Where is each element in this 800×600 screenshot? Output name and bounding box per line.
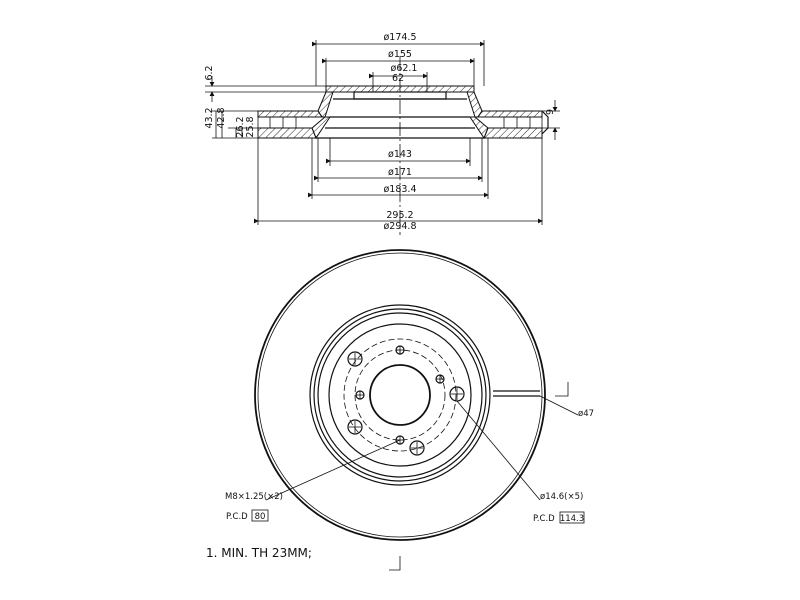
- hub-face: [325, 85, 475, 93]
- dim-62: 62: [392, 73, 404, 84]
- pcd-left-label: P.C.D: [226, 512, 248, 522]
- rotor-edge-chamfer: [541, 110, 549, 135]
- hub-face-edge: [328, 323, 472, 467]
- vertical-dimension-lines: [209, 76, 558, 140]
- dim-6-2: 6.2: [204, 65, 215, 80]
- pcd-right-value: 114.3: [560, 514, 584, 524]
- dim-155: ø155: [388, 49, 412, 60]
- thread-callout: M8×1.25(×2): [225, 492, 283, 502]
- dim-26-2: 26.2: [235, 116, 246, 137]
- bolt-hole-3: [347, 419, 363, 435]
- dim-62-1: ø62.1: [391, 63, 418, 74]
- leader-thread: [265, 439, 401, 501]
- pcd-left-box: [251, 509, 269, 522]
- hat-step-inner: [317, 312, 483, 478]
- dim-174-5: ø174.5: [383, 32, 416, 43]
- dim-47: ø47: [578, 409, 594, 419]
- center-bore-step: [353, 91, 447, 100]
- section-view: ø174.5 ø155 ø62.1 62 ø143 ø171 ø183.4 29…: [204, 32, 560, 235]
- left-vent-vanes: [257, 117, 297, 128]
- pcd-right-label: P.C.D: [533, 514, 555, 524]
- hat-right-wall: [466, 91, 483, 118]
- right-vent-vanes: [503, 117, 543, 128]
- bolt-hole-1: [347, 351, 363, 367]
- dim-183-4: ø183.4: [383, 184, 416, 195]
- dim-25-8: 25.8: [245, 116, 256, 137]
- hole-centerlines: [349, 346, 463, 454]
- bolt-hole-callout: ø14.6(×5): [540, 492, 583, 502]
- right-rotor-upper-plate: [477, 110, 543, 118]
- rotor-outer-edge: [254, 249, 546, 541]
- bolt-hole-4: [409, 440, 425, 456]
- center-bore: [369, 364, 431, 426]
- pcd-right-box: [559, 511, 585, 524]
- pcd-left-value: 80: [255, 512, 266, 522]
- left-rotor-lower-plate: [257, 127, 317, 139]
- section-arrow-bottom: [389, 556, 401, 571]
- horizontal-dimension-lines: [254, 41, 543, 224]
- min-thickness-note: 1. MIN. TH 23MM;: [206, 546, 312, 560]
- dim-143: ø143: [388, 149, 412, 160]
- dim-42-8: 42.8: [216, 107, 227, 128]
- rotor-outer-chamfer: [257, 252, 543, 538]
- pcd-circle: [343, 338, 457, 452]
- hat-left-wall: [317, 91, 334, 118]
- dim-9: 9: [545, 109, 556, 115]
- hat-step-outer: [313, 308, 487, 482]
- hat-outer-edge: [309, 304, 491, 486]
- dim-43-2: 43.2: [204, 107, 215, 128]
- thread-pcd-circle: [354, 349, 446, 441]
- section-slot: [493, 390, 540, 397]
- left-rotor-upper-plate: [257, 110, 323, 118]
- leader-bolt-hole: [456, 400, 541, 501]
- front-view: ø47 M8×1.25(×2) P.C.D 80 ø14.6(×5) P.C.D…: [225, 249, 594, 571]
- section-arrow-right: [555, 382, 569, 397]
- right-rotor-lower-plate: [483, 127, 543, 139]
- leader-47: [539, 395, 579, 416]
- dim-294-8: ø294.8: [383, 221, 416, 232]
- dim-295-2: 295.2: [386, 210, 413, 221]
- dim-171: ø171: [388, 167, 412, 178]
